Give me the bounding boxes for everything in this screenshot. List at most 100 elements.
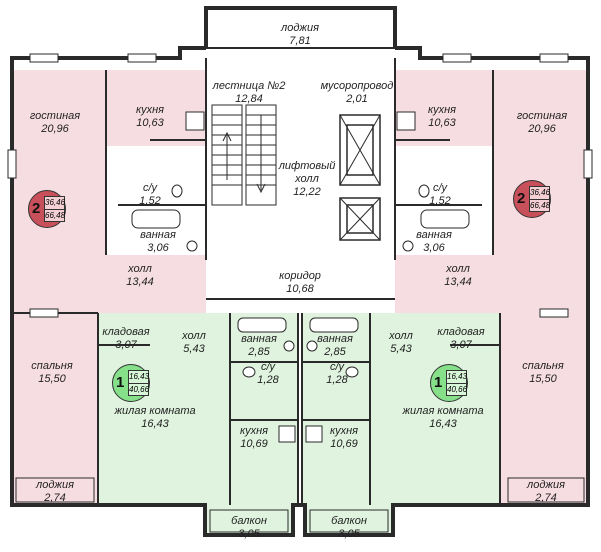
room-name: кухня — [329, 425, 359, 437]
room-name: кладовая — [102, 326, 150, 338]
room-name: лоджия — [281, 22, 319, 34]
left-living-label: гостиная 20,96 — [30, 110, 80, 136]
corridor-label: коридор 10,68 — [279, 270, 321, 296]
room-name: балкон — [331, 515, 367, 527]
right-bath-label: ванная 3,06 — [416, 229, 452, 255]
room-name: ванная — [317, 333, 353, 345]
room-name: лоджия — [36, 479, 74, 491]
room-name: коридор — [279, 270, 321, 282]
room-name: жилая комната — [114, 405, 196, 417]
room-count: 1 — [116, 374, 125, 391]
room-area: 3,06 — [423, 242, 445, 254]
room-name: спальня — [31, 360, 73, 372]
room-name: жилая комната — [402, 405, 484, 417]
room-name: лифтовый холл — [278, 160, 336, 185]
room-name: мусоропровод — [320, 80, 394, 92]
room-name: гостиная — [516, 110, 568, 122]
small-left-hall-label: холл 5,43 — [182, 330, 206, 356]
right-living-label: гостиная 20,96 — [517, 110, 567, 136]
small-right-kitchen-label: кухня 10,69 — [330, 425, 358, 451]
small-left-balcony-label: балкон 3,05 — [231, 515, 267, 541]
area-box: 16,43 40,66 — [446, 370, 467, 396]
left-bath-label: ванная 3,06 — [140, 229, 176, 255]
room-area: 1,52 — [139, 195, 161, 207]
room-area: 16,43 — [141, 418, 169, 430]
room-count: 1 — [434, 374, 443, 391]
apartment-badge-two-room-right: 2 36,46 66,48 — [513, 180, 551, 218]
room-name: лестница №2 — [212, 80, 286, 92]
room-area: 10,63 — [428, 117, 456, 129]
two-room-apartment-right-fill — [395, 70, 588, 505]
room-area: 13,44 — [126, 276, 154, 288]
small-right-balcony-label: балкон 3,05 — [331, 515, 367, 541]
room-area: 15,50 — [529, 373, 557, 385]
room-area: 3,05 — [338, 528, 360, 540]
room-area: 5,43 — [183, 343, 205, 355]
room-area: 3,07 — [450, 339, 472, 351]
room-area: 3,07 — [115, 339, 137, 351]
right-wc-label: с/у 1,52 — [429, 182, 450, 208]
lift-shafts — [339, 114, 381, 241]
total-area: 66,48 — [45, 211, 66, 220]
room-area: 2,01 — [346, 93, 368, 105]
right-hall-label: холл 13,44 — [444, 263, 472, 289]
right-bedroom-label: спальня 15,50 — [522, 360, 563, 386]
right-kitchen-label: кухня 10,63 — [428, 104, 456, 130]
room-name: кладовая — [437, 326, 485, 338]
living-area: 36,46 — [45, 197, 65, 210]
room-area: 10,69 — [240, 438, 268, 450]
room-area: 10,63 — [136, 117, 164, 129]
room-area: 3,05 — [238, 528, 260, 540]
total-area: 40,66 — [447, 385, 468, 394]
inner-walls — [12, 47, 501, 505]
windows — [7, 53, 593, 318]
room-name: холл — [389, 330, 413, 342]
room-area: 10,69 — [330, 438, 358, 450]
lift-hall-label: лифтовый холл 12,22 — [275, 160, 339, 199]
bath-fixtures — [131, 184, 470, 378]
room-area: 13,44 — [444, 276, 472, 288]
apartment-badge-one-room-left: 1 16,43 40,66 — [112, 364, 150, 402]
living-area: 36,46 — [530, 187, 550, 200]
corridor-fill — [206, 255, 395, 299]
small-right-bath-label: ванная 2,85 — [317, 333, 353, 359]
room-area: 20,96 — [41, 123, 69, 135]
apartment-badge-two-room-left: 2 36,46 66,48 — [28, 190, 66, 228]
left-loggia-label: лоджия 2,74 — [36, 479, 74, 505]
room-area: 1,28 — [326, 374, 348, 386]
room-count: 2 — [517, 190, 526, 207]
room-name: гостиная — [29, 110, 81, 122]
room-area: 1,28 — [257, 374, 279, 386]
walls — [10, 6, 590, 537]
living-area: 16,43 — [447, 371, 467, 384]
room-area: 2,85 — [324, 346, 346, 358]
room-area: 2,74 — [44, 492, 66, 504]
room-name: с/у — [142, 182, 158, 194]
chute-label: мусоропровод 2,01 — [321, 80, 394, 106]
room-area: 15,50 — [38, 373, 66, 385]
room-name: с/у — [432, 182, 448, 194]
left-wc-label: с/у 1,52 — [139, 182, 160, 208]
small-right-storage-label: кладовая 3,07 — [437, 326, 484, 352]
room-area: 10,68 — [286, 283, 314, 295]
small-right-living-label: жилая комната 16,43 — [402, 405, 483, 431]
total-area: 40,66 — [129, 385, 150, 394]
room-area: 2,85 — [248, 346, 270, 358]
small-left-living-label: жилая комната 16,43 — [114, 405, 195, 431]
kitchen-stoves — [185, 111, 416, 443]
living-area: 16,43 — [129, 371, 149, 384]
room-area: 16,43 — [429, 418, 457, 430]
right-loggia-label: лоджия 2,74 — [527, 479, 565, 505]
room-name: ванная — [140, 229, 176, 241]
room-name: с/у — [329, 361, 345, 373]
loggia-top-label: лоджия 7,81 — [281, 22, 319, 48]
room-name: кухня — [239, 425, 269, 437]
small-right-hall-label: холл 5,43 — [389, 330, 413, 356]
area-box: 36,46 66,48 — [529, 186, 550, 212]
left-hall-label: холл 13,44 — [126, 263, 154, 289]
room-count: 2 — [32, 200, 41, 217]
room-area: 2,74 — [535, 492, 557, 504]
room-name: лоджия — [527, 479, 565, 491]
room-area: 1,52 — [429, 195, 451, 207]
